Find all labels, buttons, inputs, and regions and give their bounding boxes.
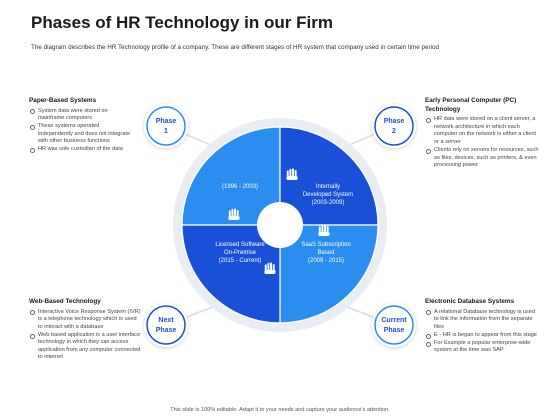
bullet-item: For Example a popular enterprise-wide sy… [425, 340, 541, 355]
current-phase-line2: Phase [384, 327, 405, 334]
bullet-list: System data were stored on mainframe com… [29, 108, 134, 154]
phase-1-circle: Phase 1 [144, 104, 188, 148]
quadrant-top-left [181, 126, 281, 226]
quadrant-label-line: (2015 - Current) [219, 258, 262, 264]
phase-1-line1: Phase [156, 118, 177, 125]
next-phase-circle: Next Phase [144, 303, 188, 347]
bullet-item: HR was sole custodian of the data [29, 146, 134, 154]
phase-2-circle: Phase 2 [372, 104, 416, 148]
paper-based-systems-block: Paper-Based Systems System data were sto… [29, 97, 134, 154]
quadrant-label-line: On-Premise [224, 250, 257, 256]
block-title: Electronic Database Systems [425, 298, 515, 305]
bullet-item: These systems operated independently and… [29, 123, 134, 146]
bullet-item: Web based application is a user interfac… [29, 332, 141, 362]
quadrant-label-line: Licensed Software [215, 242, 265, 248]
page-subtitle: The diagram describes the HR Technology … [31, 44, 439, 51]
bullet-item: A relational Database technology is used… [425, 309, 541, 332]
current-phase-line1: Current [381, 317, 407, 324]
web-based-technology-block: Web-Based Technology Interactive Voice R… [29, 298, 141, 362]
bullet-item: E - HR is began to appear from this stag… [425, 332, 541, 340]
page-title: Phases of HR Technology in our Firm [31, 13, 333, 32]
bullet-list: A relational Database technology is used… [425, 309, 541, 355]
quadrant-label-line: Based [317, 250, 334, 256]
quadrant-top-right [279, 126, 379, 226]
bullet-item: Interactive Voice Response System (IVR) … [29, 309, 141, 332]
next-phase-line1: Next [158, 317, 174, 324]
quadrant-label-line: (2009 - 2015) [308, 258, 344, 264]
bullet-item: System data were stored on mainframe com… [29, 108, 134, 123]
next-phase-line2: Phase [156, 327, 177, 334]
block-title: Web-Based Technology [29, 298, 101, 305]
bullet-list: Interactive Voice Response System (IVR) … [29, 309, 141, 362]
early-pc-technology-block: Early Personal Computer (PC) Technology … [425, 97, 541, 170]
quadrant-label-line: SaaS Subscription [301, 242, 350, 248]
phase-2-line2: 2 [392, 128, 396, 135]
quadrant-label-line: Internally [316, 184, 340, 190]
block-title: Paper-Based Systems [29, 97, 97, 104]
quadrant-bottom-right [279, 224, 379, 324]
quadrant-label-line: Developed System [303, 192, 353, 198]
block-title: Early Personal Computer (PC) Technology [425, 97, 517, 113]
bullet-list: HR data were stored on a client server, … [425, 116, 541, 169]
quadrant-text-tl: (1996 - 2003) [222, 184, 258, 190]
current-phase-circle: Current Phase [372, 303, 416, 347]
footer-note: This slide is 100% editable. Adapt it to… [170, 407, 390, 413]
quadrant-label-line: (1996 - 2003) [222, 184, 258, 190]
electronic-database-systems-block: Electronic Database Systems A relational… [425, 298, 541, 355]
phase-2-line1: Phase [384, 118, 405, 125]
bullet-item: Clients rely on servers for resources, s… [425, 147, 541, 170]
center-hole [257, 202, 303, 248]
bullet-item: HR data were stored on a client server, … [425, 116, 541, 146]
quadrant-bottom-left [181, 224, 281, 324]
phase-1-line2: 1 [164, 128, 168, 135]
quadrant-label-line: (2003-2009) [312, 200, 345, 206]
